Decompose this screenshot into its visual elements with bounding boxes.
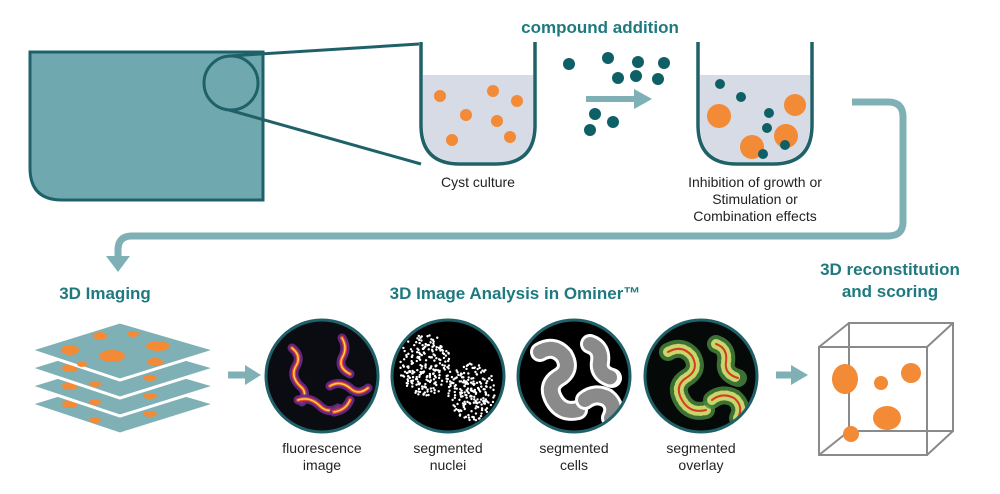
reconstructed-spheroids — [832, 363, 921, 442]
cyst-culture-well — [419, 42, 537, 166]
panel-label-line-2: nuclei — [429, 457, 467, 473]
connector-arrowhead — [106, 256, 130, 272]
effects-line-3: Combination effects — [693, 208, 817, 224]
imaging-heading: 3D Imaging — [59, 284, 151, 303]
reconstitution-line-2: and scoring — [841, 282, 939, 301]
treated-well — [696, 42, 814, 166]
panel-label-line-1: segmented — [413, 440, 483, 456]
compound-dots — [563, 52, 670, 136]
panel-label-nuclei: segmented nuclei — [398, 440, 498, 474]
panel-label-cells: segmented cells — [524, 440, 624, 474]
panel-label-line-2: cells — [559, 457, 588, 473]
panel-label-line-1: segmented — [539, 440, 609, 456]
compound-arrow — [586, 89, 652, 109]
reconstitution-heading: 3D reconstitution and scoring — [800, 259, 980, 303]
reconstruction-cube — [818, 322, 954, 456]
panel-label-line-2: overlay — [678, 457, 724, 473]
panel-segmented-cells — [516, 318, 632, 434]
image-stack — [25, 320, 222, 436]
analysis-heading: 3D Image Analysis in Ominer™ — [389, 284, 641, 303]
panel-label-overlay: segmented overlay — [651, 440, 751, 474]
arrow-to-analysis — [228, 365, 261, 385]
panel-label-line-2: image — [302, 457, 342, 473]
effects-line-1: Inhibition of growth or — [688, 174, 822, 190]
cyst-culture-label: Cyst culture — [441, 174, 515, 190]
panel-label-line-1: segmented — [666, 440, 736, 456]
compound-addition-heading: compound addition — [521, 18, 679, 37]
well-plate — [28, 42, 422, 202]
reconstitution-line-1: 3D reconstitution — [820, 260, 960, 279]
arrow-to-reconstitution — [776, 365, 808, 385]
well-zoom-circle — [202, 54, 260, 112]
image-plane — [25, 320, 222, 382]
panel-label-fluorescence: fluorescence image — [272, 440, 372, 474]
flow-connector — [114, 98, 907, 257]
effects-label: Inhibition of growth or Stimulation or C… — [660, 174, 850, 225]
effects-line-2: Stimulation or — [712, 191, 798, 207]
panel-label-line-1: fluorescence — [282, 440, 362, 456]
panel-fluorescence-image — [264, 318, 380, 434]
panel-segmented-nuclei — [390, 318, 506, 434]
panel-segmented-overlay — [643, 318, 759, 434]
